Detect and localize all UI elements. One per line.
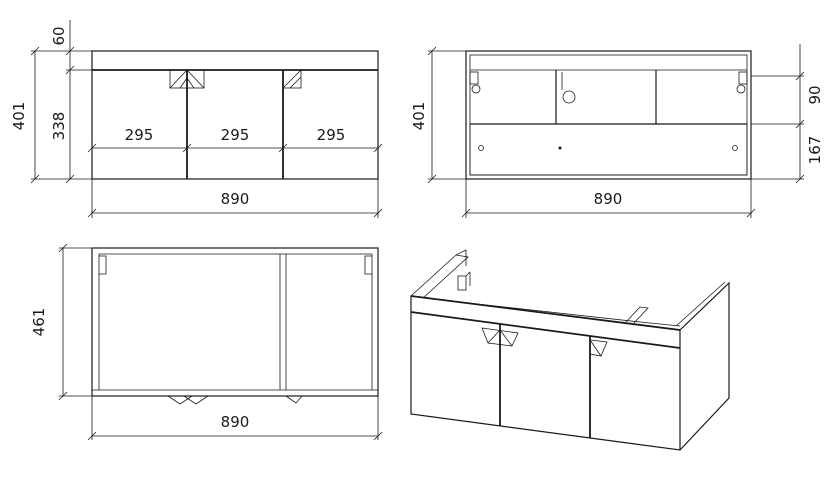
top-dim-width: 890 <box>221 413 250 431</box>
top-handle-2 <box>285 395 303 404</box>
iso-partition <box>625 306 649 324</box>
top-dim-width-lines <box>87 396 383 441</box>
top-handle-1 <box>167 395 193 405</box>
back-dim-width: 890 <box>594 190 623 208</box>
front-view-outline <box>91 50 379 180</box>
back-bracket-center <box>561 72 576 104</box>
front-dim-vertical <box>30 20 92 184</box>
iso-back-left <box>410 254 469 299</box>
front-dim-door-2: 295 <box>221 126 250 144</box>
front-dim-top-panel: 60 <box>50 26 68 45</box>
front-dim-width-lines <box>87 179 383 218</box>
back-view: 401 90 167 890 <box>410 44 824 218</box>
iso-bracket <box>457 271 471 291</box>
back-dim-lower: 167 <box>806 136 824 165</box>
back-dim-right <box>751 44 805 184</box>
back-dim-vertical <box>427 46 466 184</box>
front-dim-width: 890 <box>221 190 250 208</box>
back-hole-center <box>558 146 562 150</box>
top-dim-depth-lines <box>58 243 92 401</box>
top-view: 461 890 <box>30 243 383 441</box>
back-dim-upper: 90 <box>806 85 824 104</box>
back-bracket-right <box>736 71 748 94</box>
top-clip-left <box>99 255 107 275</box>
back-bracket-left <box>469 71 481 94</box>
top-dim-depth: 461 <box>30 308 48 337</box>
back-dim-total-height: 401 <box>410 102 428 131</box>
front-view: 401 60 338 295 295 295 890 <box>10 20 383 218</box>
back-dim-width-lines <box>461 179 756 218</box>
front-dim-total-height: 401 <box>10 102 28 131</box>
front-dim-door-height: 338 <box>50 112 68 141</box>
back-hatched-panel <box>469 123 748 176</box>
front-dim-doors <box>87 143 383 153</box>
iso-handle-1 <box>481 327 519 347</box>
front-dim-door-1: 295 <box>125 126 154 144</box>
front-handle-2 <box>282 69 302 89</box>
iso-top-panel-line <box>410 311 681 349</box>
back-hole-right <box>732 145 738 151</box>
iso-handle-2 <box>589 339 608 357</box>
isometric-view <box>410 249 730 451</box>
back-hole-left <box>478 145 484 151</box>
front-handle-1 <box>169 69 205 89</box>
back-view-outline <box>465 50 752 180</box>
top-clip-right <box>364 255 372 275</box>
iso-front-face <box>410 295 681 451</box>
iso-side-face <box>679 281 730 451</box>
front-dim-door-3: 295 <box>317 126 346 144</box>
top-view-outline <box>91 247 379 397</box>
